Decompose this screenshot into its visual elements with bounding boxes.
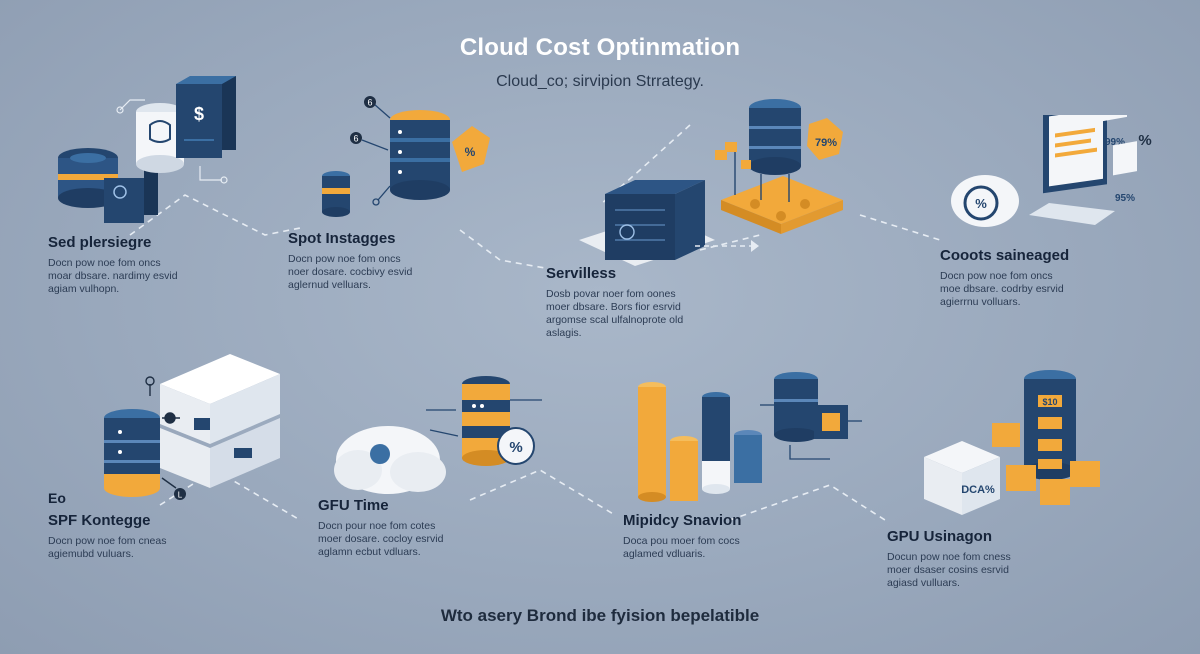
chip-icon	[814, 405, 848, 439]
database-tower-icon	[749, 99, 801, 175]
percent-tag-icons: 99% % 95%	[1103, 115, 1152, 204]
node-description: Docn pow noe fom oncs noer dosare. cocbi…	[288, 253, 413, 291]
step-number-icon: L	[174, 488, 186, 500]
spot-instances-illustration: % 6 6	[322, 96, 490, 217]
node-servilless: Servilless Dosb povar noer fom oones moe…	[546, 265, 716, 340]
svg-text:L: L	[178, 491, 183, 500]
server-stack-icon	[462, 376, 510, 466]
node-gpu-usinagon: GPU Usinagon Docun pow noe fom cness moe…	[887, 528, 1037, 590]
footer-tagline: Wto asery Brond ibe fyision bepelatible	[440, 606, 760, 625]
pin-caps	[715, 142, 751, 169]
cylinder-bars-illustration	[638, 372, 862, 502]
node-description: Docun pow noe fom cness moer dsaser cosi…	[887, 551, 1011, 589]
svg-text:6: 6	[353, 134, 358, 144]
orange-platform-icon	[721, 176, 843, 234]
svg-text:%: %	[509, 439, 522, 456]
node-label: Spot Instagges	[288, 230, 396, 247]
connector-pins	[734, 150, 790, 202]
database-node-icon	[774, 372, 818, 442]
node-description: Doca pou moer fom cocs aglamed vdluaris.	[623, 535, 740, 560]
node-label: Cooots saineaged	[940, 247, 1070, 264]
serverless-cube-icon	[579, 180, 715, 266]
node-description: Docn pow noe fom oncs moar dbsare. nardi…	[48, 257, 178, 295]
server-box-icon	[104, 170, 158, 223]
circuit-lines	[116, 99, 228, 184]
node-label: GFU Time	[318, 497, 389, 514]
node-description: Docn pour noe fom cotes moer dosare. coc…	[318, 520, 444, 558]
cloud-icon	[334, 426, 446, 494]
svg-text:%: %	[465, 145, 476, 159]
arrow-icon	[695, 240, 759, 252]
percent-badge-icon: 79%	[807, 118, 843, 160]
circuit-lines	[426, 399, 542, 437]
svg-text:$: $	[194, 104, 204, 124]
circuit-lines	[145, 376, 180, 489]
node-prefix: Eo	[48, 490, 66, 506]
node-label: Servilless	[546, 265, 617, 282]
circuit-lines	[760, 404, 862, 460]
step-number-icons: 6 6	[350, 96, 376, 144]
laptop-icon	[1029, 115, 1115, 225]
node-label: Sed plersiegre	[48, 234, 152, 251]
svg-text:95%: 95%	[1115, 193, 1135, 204]
storage-stack-illustration: L	[104, 354, 280, 500]
server-rack-icon: $	[176, 76, 236, 158]
svg-text:$10: $10	[1042, 397, 1057, 407]
node-cooots-saineaged: Cooots saineaged Docn pow noe fom oncs m…	[940, 247, 1090, 309]
white-box-icon	[160, 354, 280, 488]
node-gfu-time: GFU Time Docn pour noe fom cotes moer do…	[318, 497, 468, 559]
svg-text:6: 6	[367, 98, 372, 108]
storage-cluster-illustration: $	[58, 76, 236, 223]
cloud-compute-illustration: %	[334, 376, 542, 494]
page-subtitle: Cloud_co; sirvipion Strrategy.	[496, 73, 704, 90]
circuit-lines	[361, 103, 391, 206]
cost-dashboard-illustration: % 99% % 95%	[951, 115, 1152, 227]
svg-text:79%: 79%	[815, 137, 837, 149]
node-description: Dosb povar noer fom oones moer dbsare. B…	[546, 288, 684, 339]
gpu-usage-illustration: $10 DCA%	[924, 370, 1100, 515]
money-stack-icon: $10	[1024, 370, 1076, 480]
node-description: Docn pow noe fom cneas agiemubd vuluars.	[48, 535, 167, 560]
cloud-percent-icon: %	[951, 175, 1019, 227]
node-label: SPF Kontegge	[48, 512, 151, 529]
svg-text:%: %	[1138, 132, 1151, 149]
node-label: Mipidcy Snavion	[623, 512, 742, 529]
node-label: GPU Usinagon	[887, 528, 993, 545]
svg-text:DCA%: DCA%	[961, 484, 995, 496]
cube-icon: DCA%	[924, 441, 1000, 515]
percent-circle-icon: %	[497, 427, 535, 465]
page-title: Cloud Cost Optinmation	[459, 34, 741, 61]
orange-blocks-icon	[992, 423, 1100, 505]
node-spot-instagges: Spot Instagges Docn pow noe fom oncs noe…	[288, 230, 438, 292]
node-spf-kontegge: Eo SPF Kontegge Docn pow noe fom cneas a…	[48, 490, 198, 561]
percent-badge-icon: %	[452, 126, 490, 172]
database-stack-icon	[104, 409, 160, 497]
cylinder-bar-icons	[638, 382, 762, 502]
small-cylinder-icon	[322, 171, 350, 217]
node-description: Docn pow noe fom oncs moe dbsare. codrby…	[940, 270, 1064, 308]
serverless-illustration: 79%	[579, 99, 843, 266]
db-stack-icon	[390, 110, 450, 200]
svg-text:%: %	[975, 196, 987, 211]
svg-text:99%: 99%	[1105, 137, 1125, 148]
node-mipidcy-snavion: Mipidcy Snavion Doca pou moer fom cocs a…	[623, 512, 773, 561]
node-sed-plersiegre: Sed plersiegre Docn pow noe fom oncs moa…	[48, 234, 198, 296]
